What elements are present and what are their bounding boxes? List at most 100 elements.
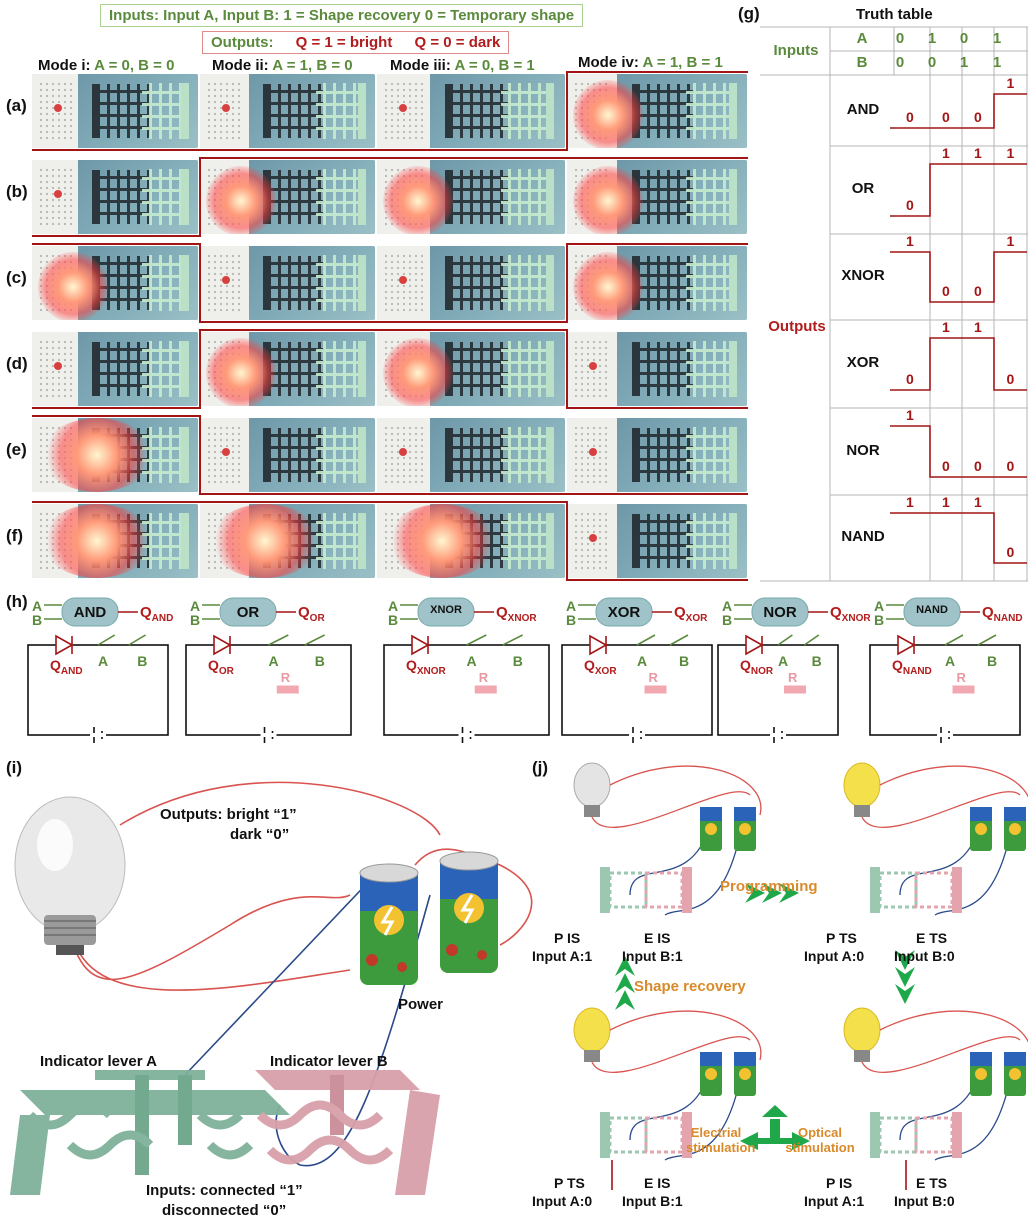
circuit-q-label: QXNOR xyxy=(406,657,446,677)
state-e-label: E TS xyxy=(916,1175,948,1191)
gate-input-a-label: A xyxy=(722,598,733,614)
outputs-bright-text: Outputs: bright “1” xyxy=(160,806,297,823)
inputs-connected-text: Inputs: connected “1” xyxy=(146,1182,303,1199)
row-label: (b) xyxy=(6,182,28,201)
gate-symbol-name: XOR xyxy=(607,604,641,621)
circuit-switch-a: A xyxy=(466,653,477,669)
experiment-photo xyxy=(200,74,375,148)
gate-input-a-label: A xyxy=(32,598,43,614)
state-input-b: Input B:1 xyxy=(622,1193,683,1209)
output-level-line xyxy=(199,329,376,331)
gate-output-q: QXNOR xyxy=(830,604,871,624)
circuit-switch-a: A xyxy=(945,653,956,669)
tt-gate-name: OR xyxy=(851,180,875,197)
tt-waveform xyxy=(890,93,1027,129)
experiment-photo xyxy=(377,74,565,148)
logic-circuits xyxy=(27,597,1021,743)
output-transition-line xyxy=(566,243,568,323)
experiment-photo xyxy=(377,418,565,492)
output-level-line xyxy=(566,71,748,73)
row-label: (d) xyxy=(6,354,28,373)
q0-label: Q = 0 = dark xyxy=(414,34,501,51)
gate-output-q: QXNOR xyxy=(496,604,537,624)
tt-waveform xyxy=(890,337,1027,391)
panel-j-label: (j) xyxy=(532,758,549,777)
output-level-line xyxy=(199,149,376,151)
experiment-photo xyxy=(377,246,565,320)
tt-waveform xyxy=(890,251,1027,303)
state-e-label: E TS xyxy=(916,930,948,946)
tt-input-a-value: 0 xyxy=(895,30,905,47)
experiment-photo xyxy=(567,418,747,492)
gate-input-a-label: A xyxy=(874,598,885,614)
state-input-a: Input A:1 xyxy=(804,1193,865,1209)
gate-symbol-name: OR xyxy=(236,604,260,621)
row-label: (a) xyxy=(6,96,27,115)
tt-output-digit: 0 xyxy=(1006,544,1015,560)
panel-g-label: (g) xyxy=(738,4,760,23)
output-level-line xyxy=(566,493,748,495)
tt-input-a-value: 1 xyxy=(927,30,937,47)
experiment-photo xyxy=(200,418,375,492)
output-level-line xyxy=(32,415,199,417)
tt-waveform xyxy=(890,425,1027,478)
tt-gate-name: AND xyxy=(846,101,880,118)
q1-label: Q = 1 = bright xyxy=(295,34,393,51)
state-p-label: P TS xyxy=(826,930,857,946)
output-level-line xyxy=(376,321,566,323)
circuit-switch-a: A xyxy=(778,653,789,669)
gate-symbol-name: NAND xyxy=(916,604,948,616)
tt-output-digit: 0 xyxy=(942,283,950,299)
truth-table xyxy=(760,26,1028,582)
experiment-photo xyxy=(32,160,198,234)
tt-output-digit: 0 xyxy=(974,458,982,474)
tt-output-digit: 0 xyxy=(974,109,982,125)
tt-output-digit: 1 xyxy=(974,145,982,161)
tt-output-digit: 0 xyxy=(1006,458,1015,474)
tt-output-digit: 1 xyxy=(942,494,950,510)
tt-output-digit: 1 xyxy=(906,407,914,423)
panel-i-label: (i) xyxy=(6,758,23,777)
output-transition-line xyxy=(199,415,201,495)
mode-iii-label: Mode iii: A = 0, B = 1 xyxy=(390,57,535,74)
experiment-photo xyxy=(567,246,747,320)
output-level-line xyxy=(32,501,199,503)
tt-input-b-value: 1 xyxy=(992,54,1002,71)
row-label: (e) xyxy=(6,440,27,459)
circuit-switch-b: B xyxy=(811,653,822,669)
experiment-photo xyxy=(200,332,375,406)
inputs-legend-text: Inputs: Input A, Input B: 1 = Shape reco… xyxy=(109,7,575,24)
circuit-q-label: QXOR xyxy=(584,657,617,677)
output-level-line xyxy=(32,235,199,237)
gate-input-b-label: B xyxy=(722,612,733,628)
gate-input-a-label: A xyxy=(566,598,577,614)
output-level-line xyxy=(32,243,199,245)
tt-b-label: B xyxy=(856,54,868,71)
tt-output-digit: 1 xyxy=(1006,233,1015,249)
experiment-photo xyxy=(567,160,747,234)
output-transition-line xyxy=(199,243,201,323)
output-level-line xyxy=(566,579,748,581)
output-level-line xyxy=(199,321,376,323)
experiment-photo xyxy=(32,504,198,578)
tt-output-digit: 0 xyxy=(1006,371,1015,387)
output-level-line xyxy=(32,149,199,151)
circuit-switch-b: B xyxy=(314,653,325,669)
experiment-photo xyxy=(377,504,565,578)
tt-input-a-value: 1 xyxy=(992,30,1002,47)
gate-input-b-label: B xyxy=(566,612,577,628)
experiment-photo xyxy=(32,246,198,320)
gate-symbol-name: AND xyxy=(73,604,107,621)
experiment-photo xyxy=(32,74,198,148)
output-level-line xyxy=(376,493,566,495)
tt-input-b-value: 0 xyxy=(895,54,905,71)
circuit-switch-b: B xyxy=(987,653,998,669)
experiment-photo xyxy=(32,332,198,406)
circuit-resistor-r: R xyxy=(956,669,966,685)
experiment-photo xyxy=(200,246,375,320)
output-level-line xyxy=(376,501,566,503)
circuit-resistor-r: R xyxy=(280,669,291,685)
state-input-a: Input A:0 xyxy=(804,948,865,964)
tt-output-digit: 0 xyxy=(906,197,914,213)
